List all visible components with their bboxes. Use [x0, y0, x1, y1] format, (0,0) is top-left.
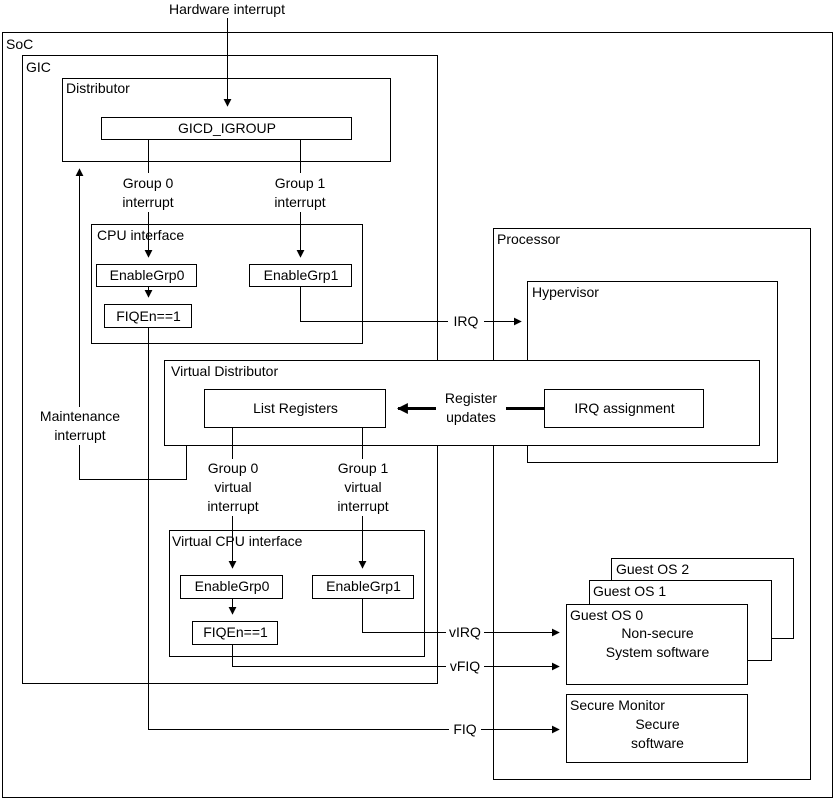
v-fiqen-box — [192, 621, 278, 645]
soc-label: SoC — [6, 36, 34, 52]
fiq-label: FIQ — [449, 720, 481, 739]
soc-box — [2, 32, 833, 798]
virtual-distributor-label: Virtual Distributor — [171, 363, 279, 379]
group0-interrupt-label: Group 0 interrupt — [108, 174, 188, 212]
enablegrp0-box — [96, 264, 197, 287]
v-enablegrp1-box — [312, 575, 414, 599]
v-fiqen-label: FIQEn==1 — [203, 624, 268, 640]
group0-virtual-interrupt-label: Group 0 virtual interrupt — [193, 459, 273, 516]
maintenance-interrupt-arrow — [75, 168, 187, 480]
fiqen-label: FIQEn==1 — [116, 308, 181, 324]
group1-interrupt-label: Group 1 interrupt — [260, 174, 340, 212]
enablegrp1-label: EnableGrp1 — [263, 267, 339, 283]
v-enablegrp0-label: EnableGrp0 — [194, 578, 270, 594]
guest-os-1-label: Guest OS 1 — [593, 583, 667, 599]
fiq-arrow — [148, 328, 560, 734]
virq-arrow — [362, 599, 560, 637]
guest-os-0-label: Guest OS 0 — [570, 607, 644, 623]
hardware-interrupt-label: Hardware interrupt — [169, 1, 285, 17]
virq-label: vIRQ — [446, 623, 484, 642]
register-updates-label: Register updates — [436, 389, 506, 427]
guest-os-2-label: Guest OS 2 — [616, 561, 690, 577]
enablegrp1-box — [249, 264, 352, 287]
virtual-cpu-interface-label: Virtual CPU interface — [172, 533, 303, 549]
cpu-interface-box — [91, 224, 363, 344]
vfiq-label: vFIQ — [446, 657, 484, 676]
secure-monitor-box — [566, 694, 748, 763]
v-enablegrp1-label: EnableGrp1 — [326, 578, 401, 594]
virtual-cpu-interface-box — [169, 530, 425, 657]
processor-box — [493, 228, 811, 780]
secure-monitor-label: Secure Monitor — [570, 697, 665, 713]
guest-os-0-desc: Non-secure System software — [605, 625, 710, 660]
irq-arrow — [300, 287, 522, 326]
gicd-igroup-box — [101, 117, 352, 140]
list-registers-label: List Registers — [253, 400, 338, 416]
list-registers-box — [204, 389, 386, 428]
cpu-interface-label: CPU interface — [97, 227, 185, 243]
secure-monitor-desc: Secure software — [631, 716, 684, 751]
group1-virtual-interrupt-label: Group 1 virtual interrupt — [323, 459, 403, 516]
v-enablegrp0-box — [180, 575, 283, 599]
irq-label: IRQ — [448, 312, 484, 331]
irq-assignment-label: IRQ assignment — [574, 400, 675, 416]
distributor-label: Distributor — [66, 80, 130, 96]
gic-label: GIC — [26, 59, 51, 75]
vfiq-arrow — [232, 645, 560, 671]
fiqen-box — [104, 304, 192, 328]
enablegrp0-label: EnableGrp0 — [109, 267, 185, 283]
gicd-igroup-label: GICD_IGROUP — [177, 120, 276, 136]
distributor-box — [62, 78, 391, 162]
guest-os-0-box — [566, 604, 748, 685]
maintenance-interrupt-label: Maintenance interrupt — [30, 407, 130, 445]
processor-label: Processor — [497, 231, 561, 247]
hypervisor-label: Hypervisor — [532, 284, 599, 300]
irq-assignment-box — [544, 389, 704, 428]
